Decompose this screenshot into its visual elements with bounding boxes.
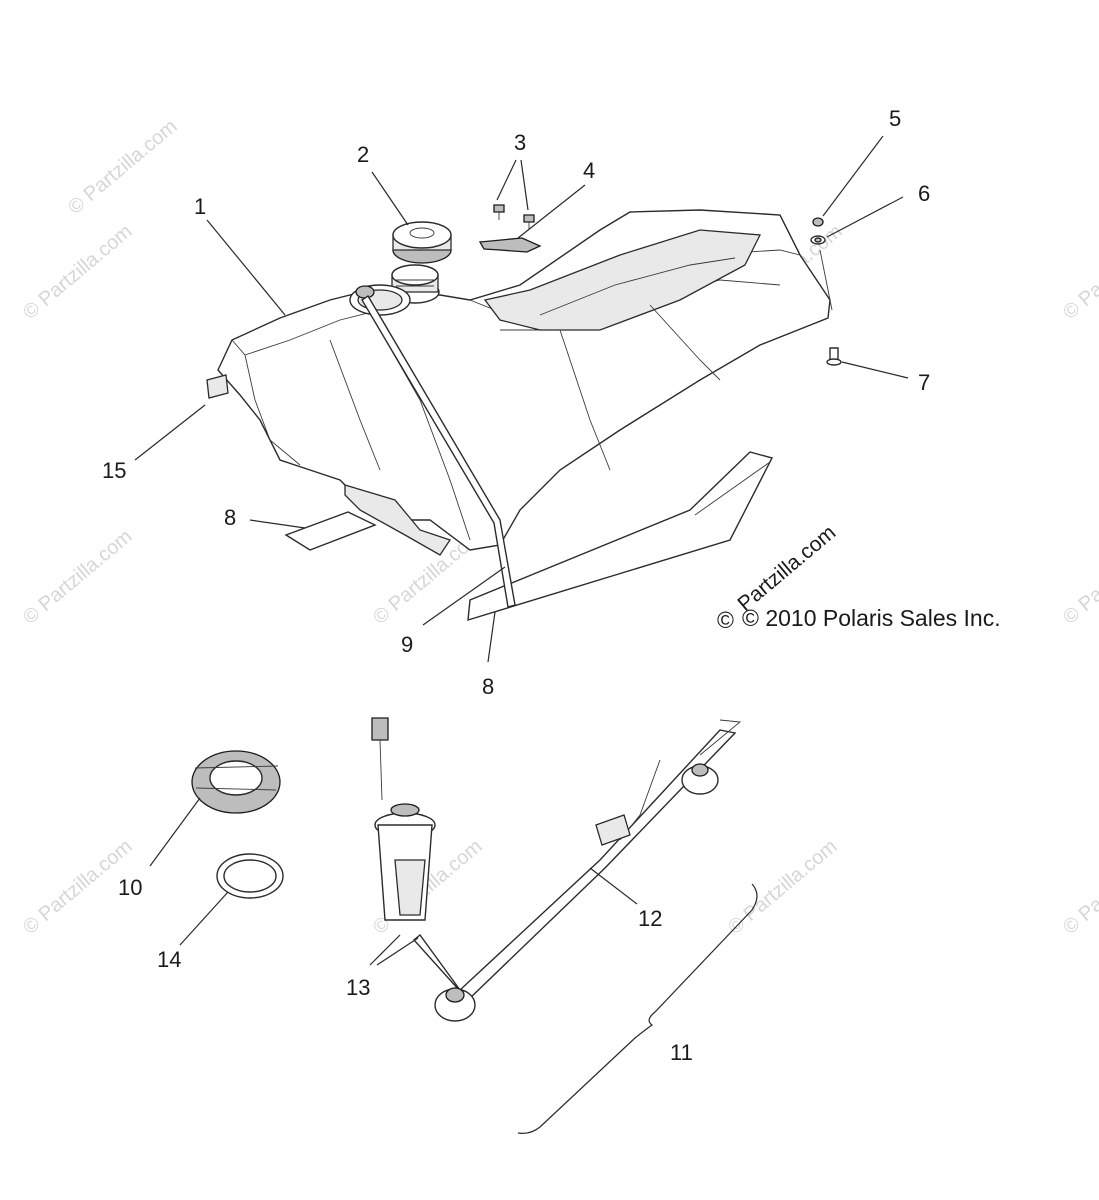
leader-7 xyxy=(841,361,909,379)
assembly-bracket xyxy=(517,883,758,1134)
copyright-block: © © 2010 Polaris Sales Inc. Partzilla.co… xyxy=(717,521,1001,633)
callout-15: 15 xyxy=(102,458,126,483)
callout-10: 10 xyxy=(118,875,142,900)
label-decal xyxy=(206,374,229,399)
leader-15 xyxy=(134,404,206,461)
callout-7: 7 xyxy=(918,370,930,395)
leader-1 xyxy=(206,219,286,316)
bracket xyxy=(478,237,542,253)
watermark-9: © Partzilla.com xyxy=(1059,220,1099,323)
callouts: 1 2 3 4 5 6 7 8 8 9 10 11 12 13 14 15 xyxy=(102,106,930,1065)
leader-4 xyxy=(517,184,586,239)
leader-6 xyxy=(826,196,904,238)
callout-2: 2 xyxy=(357,142,369,167)
copyright-text: © 2010 Polaris Sales Inc. xyxy=(742,605,1001,631)
leader-9 xyxy=(422,566,506,626)
watermark-10: © Partzilla.com xyxy=(1059,525,1099,628)
leader-8b xyxy=(487,611,496,663)
callout-12: 12 xyxy=(638,906,662,931)
callout-14: 14 xyxy=(157,947,181,972)
leader-10 xyxy=(149,797,201,867)
lock-ring xyxy=(191,750,281,814)
leader-3b xyxy=(520,159,529,211)
callout-3: 3 xyxy=(514,130,526,155)
fuel-tank xyxy=(217,209,831,556)
leader-12 xyxy=(589,867,638,905)
callout-8a: 8 xyxy=(224,505,236,530)
callout-6: 6 xyxy=(918,181,930,206)
callout-13: 13 xyxy=(346,975,370,1000)
heat-shield-strips xyxy=(284,451,774,621)
leader-13a xyxy=(369,934,401,966)
watermark-1: © Partzilla.com xyxy=(19,220,136,323)
callout-1: 1 xyxy=(194,194,206,219)
watermark-layer: © Partzilla.com © Partzilla.com © Partzi… xyxy=(19,115,1099,938)
copyright-symbol: © xyxy=(717,607,734,633)
watermark-11: © Partzilla.com xyxy=(1059,835,1099,938)
fasteners xyxy=(810,217,842,366)
leader-3a xyxy=(496,159,517,201)
screws xyxy=(493,204,535,230)
leader-5 xyxy=(822,135,884,217)
leader-8a xyxy=(249,519,306,529)
leader-lines xyxy=(134,135,909,966)
watermark-3: © Partzilla.com xyxy=(19,525,136,628)
fuel-pump-assembly xyxy=(371,717,742,1022)
callout-8b: 8 xyxy=(482,674,494,699)
leader-2 xyxy=(371,171,409,226)
callout-4: 4 xyxy=(583,158,595,183)
watermark-8: © Partzilla.com xyxy=(724,835,841,938)
gasket xyxy=(216,853,284,899)
watermark-2: © Partzilla.com xyxy=(64,115,181,218)
callout-9: 9 xyxy=(401,632,413,657)
leader-14 xyxy=(179,891,229,946)
leader-13b xyxy=(376,937,419,966)
callout-11: 11 xyxy=(670,1040,693,1065)
partzilla-mark: Partzilla.com xyxy=(733,521,840,616)
vent-hose xyxy=(361,295,516,608)
callout-5: 5 xyxy=(889,106,901,131)
fuel-cap xyxy=(392,221,452,264)
